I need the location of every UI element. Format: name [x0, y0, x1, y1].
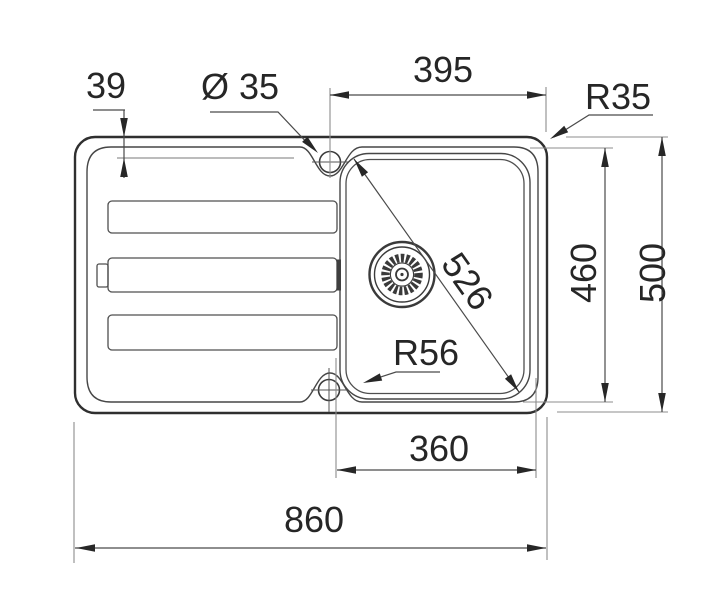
dimension-360: 360 [335, 358, 537, 478]
dim-label-395: 395 [413, 49, 473, 90]
dim-label-hole-diameter: Ø 35 [201, 66, 279, 107]
sink-body [73, 88, 549, 415]
arrow-right-icon [527, 544, 546, 552]
dim-label-360: 360 [409, 428, 469, 469]
dim-label-39: 39 [86, 65, 126, 106]
drain-center-dot [400, 272, 404, 277]
sink-outer-edge [73, 135, 549, 415]
sink-rim-contour [86, 146, 539, 403]
drainer-groove-2-left-cap [96, 263, 109, 288]
dim-label-r35: R35 [585, 76, 651, 117]
drain-strainer [368, 240, 436, 309]
drainer-groove-3 [107, 314, 338, 351]
dimension-hole-diameter: Ø 35 [201, 66, 318, 153]
arrow-up-icon [601, 148, 609, 167]
arrow-up-icon [120, 158, 128, 177]
arrow-left-icon [330, 91, 349, 99]
tap-hole [312, 88, 348, 178]
drainer-groove-1 [107, 200, 338, 234]
dim-label-460: 460 [563, 243, 604, 303]
arrow-left-icon [337, 466, 356, 474]
arrow-up-icon [658, 137, 666, 156]
bottom-hole [311, 368, 347, 412]
leader-arrow-icon [363, 373, 383, 383]
arrow-up-left-icon [354, 159, 369, 177]
drainer-groove-2 [107, 257, 338, 293]
arrow-down-icon [601, 383, 609, 402]
dim-label-860: 860 [284, 499, 344, 540]
dimension-rim-offset: 39 [86, 65, 128, 178]
arrow-down-right-icon [504, 374, 519, 392]
dimension-860: 860 [73, 417, 548, 563]
dimension-500: 500 [557, 136, 673, 413]
dim-label-r56: R56 [393, 332, 459, 373]
arrow-down-icon [658, 393, 666, 412]
arrow-down-icon [120, 118, 128, 137]
leader-arrow-icon [302, 136, 318, 153]
bowl-inner-edge [345, 158, 525, 395]
dim-label-526: 526 [433, 245, 501, 318]
dimension-395: 395 [330, 49, 547, 132]
dimension-bowl-radius: R56 [363, 332, 459, 383]
dimension-corner-radius: R35 [550, 76, 653, 139]
dimension-460: 460 [523, 147, 613, 403]
leader-arrow-icon [550, 125, 569, 139]
arrow-left-icon [76, 544, 95, 552]
dim-label-500: 500 [632, 243, 673, 303]
arrow-right-icon [517, 466, 536, 474]
drainer-grooves [96, 200, 341, 351]
drainer-groove-2-right-cap [336, 259, 341, 291]
arrow-right-icon [527, 91, 546, 99]
